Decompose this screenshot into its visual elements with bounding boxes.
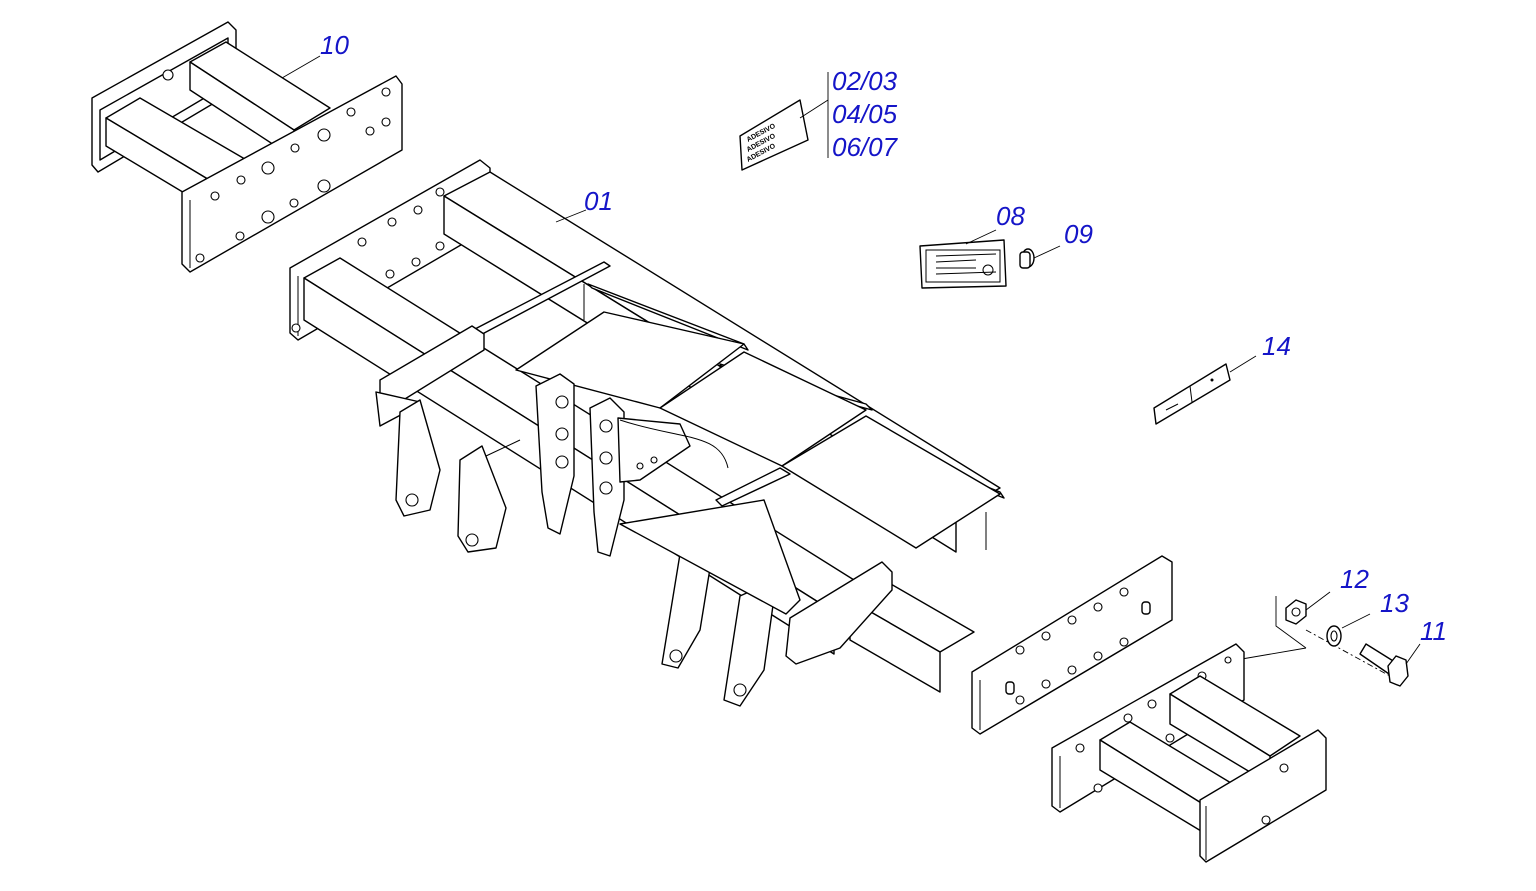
callout-04-05: 04/05 bbox=[832, 99, 898, 129]
small-sticker bbox=[1153, 363, 1231, 425]
right-extension-end-plate bbox=[1199, 729, 1327, 863]
part-01-cross-member bbox=[781, 415, 1001, 549]
part-10-front-plate bbox=[181, 75, 403, 273]
callout-06-07: 06/07 bbox=[832, 132, 898, 162]
callout-01: 01 bbox=[584, 186, 613, 216]
part-01-lift-arm bbox=[457, 445, 507, 553]
part-01-lift-arm bbox=[395, 399, 441, 517]
part-01-lower-beam bbox=[619, 499, 801, 615]
part-01-main-frame bbox=[289, 159, 1173, 735]
part-01-coupling-right bbox=[589, 397, 625, 557]
sticker-label bbox=[739, 99, 809, 171]
callout-10: 10 bbox=[320, 30, 349, 60]
part-01-right-plate bbox=[971, 555, 1173, 735]
leader-line bbox=[799, 99, 829, 119]
callout-02-03: 02/03 bbox=[832, 66, 898, 96]
assembly-line bbox=[1275, 596, 1307, 649]
callout-12: 12 bbox=[1340, 564, 1369, 594]
part-02-07-adhesive-sticker: ADESIVO ADESIVO ADESIVO bbox=[739, 72, 829, 171]
leader-10 bbox=[281, 55, 321, 79]
part-11-bolt-head bbox=[1387, 655, 1409, 687]
part-01-pin bbox=[1141, 601, 1151, 615]
leader-line bbox=[1229, 355, 1257, 373]
part-10-right-extension bbox=[1051, 643, 1327, 863]
part-10-end-extension bbox=[91, 21, 403, 273]
callout-09: 09 bbox=[1064, 219, 1093, 249]
parts-11-13-fasteners bbox=[1235, 591, 1421, 687]
part-01-coupling-left bbox=[535, 373, 575, 535]
leader-line bbox=[1033, 245, 1061, 259]
callout-14: 14 bbox=[1262, 331, 1291, 361]
part-01-gusset bbox=[785, 561, 893, 665]
part-14-small-sticker bbox=[1153, 355, 1257, 425]
callout-08: 08 bbox=[996, 201, 1025, 231]
part-10-hole bbox=[162, 69, 174, 81]
part-08-id-plate bbox=[919, 229, 1007, 289]
part-01-coupling-plate bbox=[617, 417, 691, 483]
part-01-pin bbox=[1005, 681, 1015, 695]
part-10-plate-hole bbox=[381, 87, 391, 97]
id-plate bbox=[919, 239, 1007, 289]
part-09-rivet bbox=[1019, 245, 1061, 269]
callout-13: 13 bbox=[1380, 588, 1409, 618]
leader-01 bbox=[555, 209, 587, 223]
part-01-cross-member bbox=[659, 351, 867, 467]
callout-11: 11 bbox=[1420, 616, 1447, 646]
leader-line bbox=[965, 229, 997, 245]
